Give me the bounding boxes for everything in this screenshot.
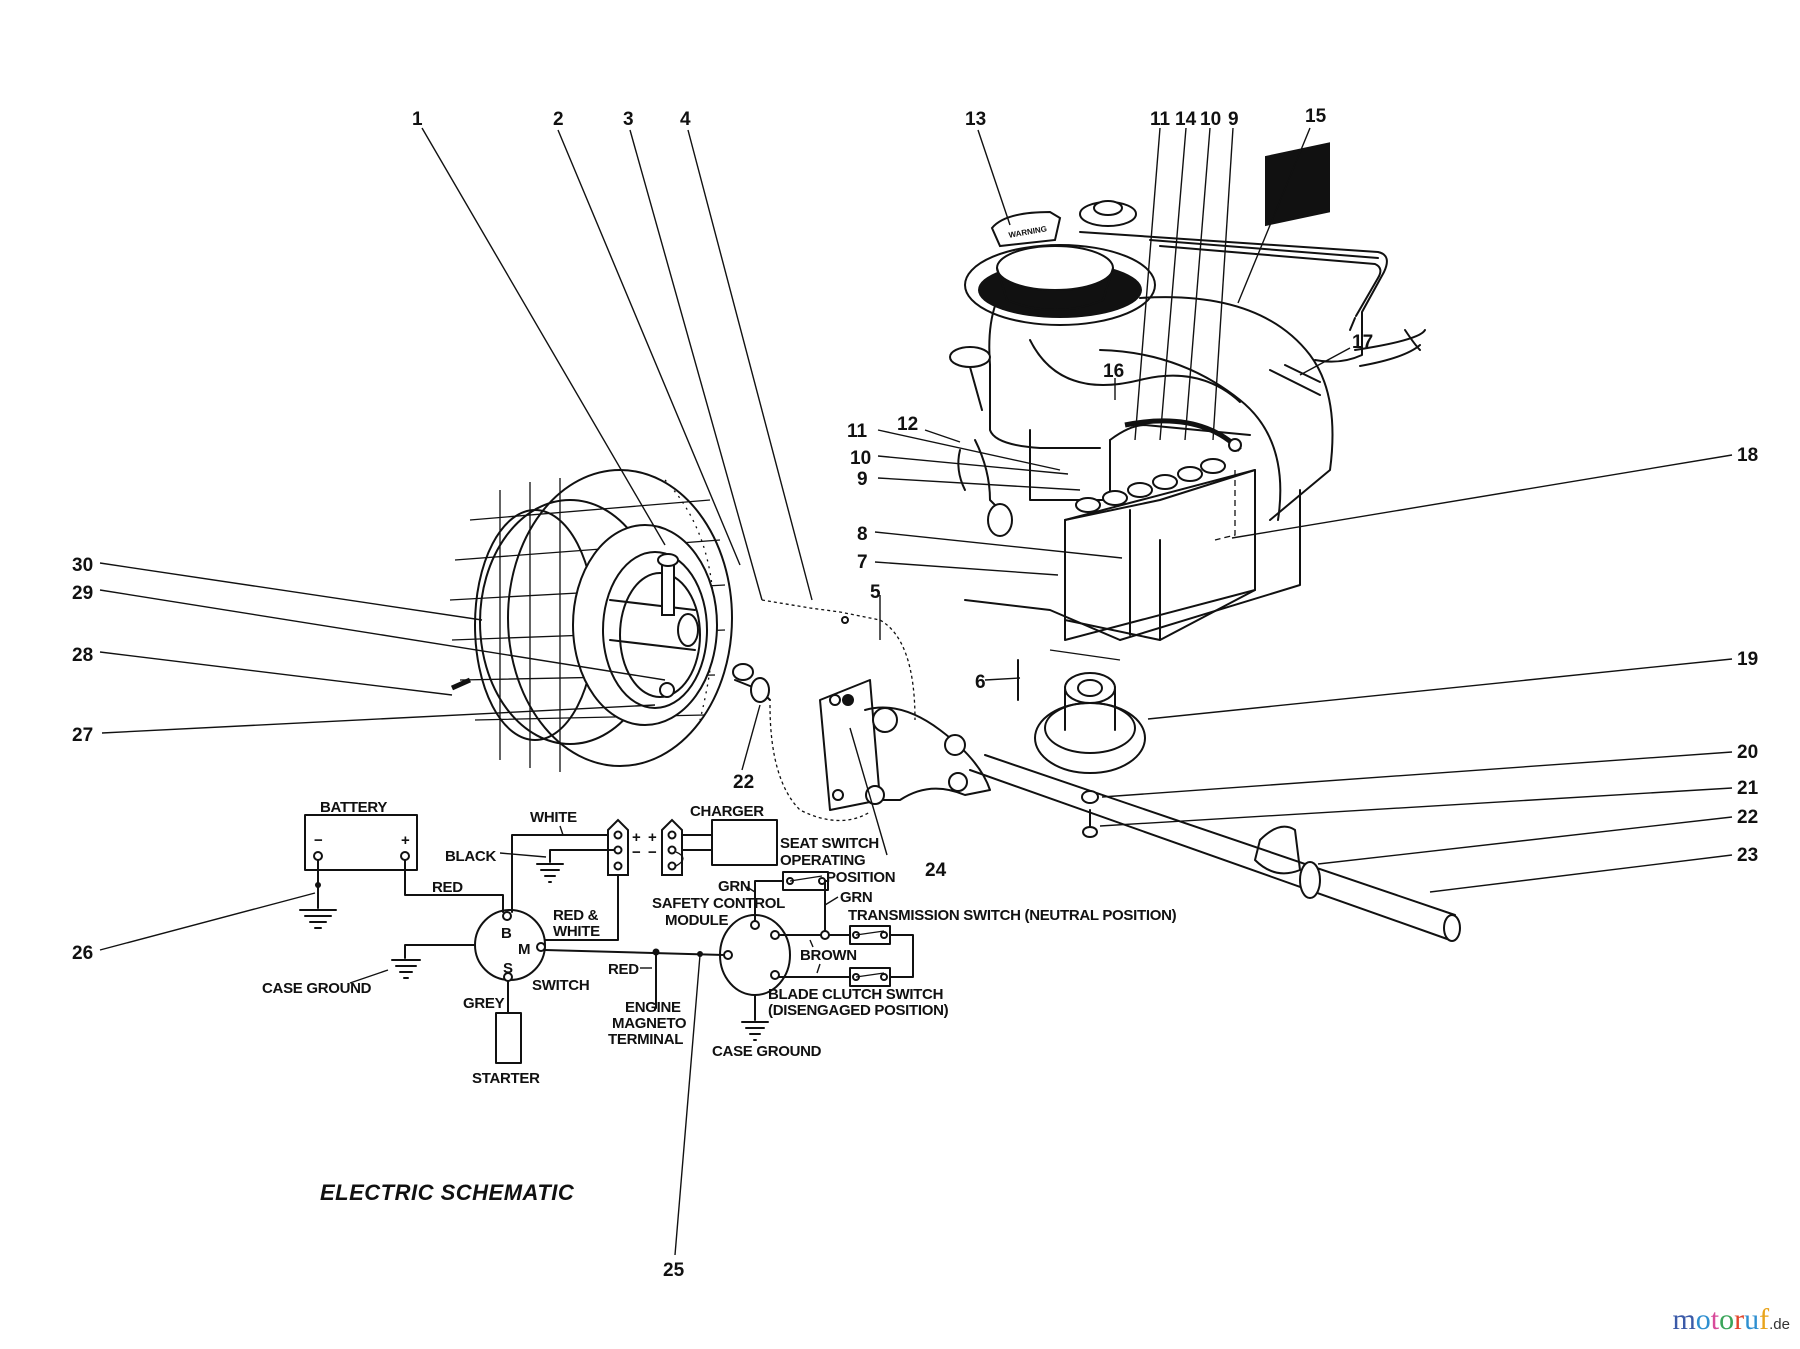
engine-magneto-label-3: TERMINAL [608,1031,683,1048]
engine-assembly: WARNING [949,142,1426,537]
wire-grn-left-label: GRN [718,878,750,895]
callout-9-top: 9 [1228,109,1239,130]
pulley [1017,659,1146,774]
watermark-letter: f [1759,1303,1770,1336]
callout-10-left: 10 [850,448,871,469]
term-minus-2: − [648,844,657,861]
battery-minus: − [314,832,323,849]
battery-symbol [304,814,418,871]
starter-label: STARTER [472,1070,540,1087]
wire-grn-right-label: GRN [840,889,872,906]
callout-10-top: 10 [1200,109,1221,130]
callout-27: 27 [72,725,93,746]
callout-3: 3 [623,109,634,130]
callout-30: 30 [72,555,93,576]
callout-28: 28 [72,645,93,666]
battery-plus: + [401,832,410,849]
battery-assembly [964,458,1301,661]
case-ground-right-label: CASE GROUND [712,1043,822,1060]
term-plus-1: + [632,829,641,846]
callout-12: 12 [897,414,918,435]
callout-19: 19 [1737,649,1758,670]
term-minus-1: − [632,844,641,861]
callout-numbers: 1 2 3 4 5 6 7 8 9 9 10 10 11 11 12 13 14… [72,106,1759,1281]
gearbox [819,679,1461,942]
callout-9-left: 9 [857,469,868,490]
callout-6: 6 [975,672,986,693]
callout-13: 13 [965,109,986,130]
blade-clutch-label-1: BLADE CLUTCH SWITCH [768,986,943,1003]
callout-22-wheel: 22 [733,772,754,793]
term-plus-2: + [648,829,657,846]
callout-16: 16 [1103,361,1124,382]
wire-red-label: RED [432,879,463,896]
watermark-letter: o [1719,1303,1735,1336]
safety-module-label-2: MODULE [665,912,728,929]
callout-11-top: 11 [1150,109,1171,130]
watermark-logo: motoruf.de [1672,1303,1790,1337]
engine-magneto-label-2: MAGNETO [612,1015,687,1032]
battery-label: BATTERY [320,799,387,816]
callout-21: 21 [1737,778,1759,799]
drive-chain [761,599,916,822]
case-ground-left-label: CASE GROUND [262,980,372,997]
engine-magneto-label-1: ENGINE [625,999,681,1016]
callout-4: 4 [680,109,691,130]
callout-8: 8 [857,524,868,545]
starter-symbol [495,1012,522,1064]
wire-white-label: WHITE [530,809,577,826]
callout-22-shaft: 22 [1737,807,1758,828]
transmission-switch-label: TRANSMISSION SWITCH (NEUTRAL POSITION) [848,907,1177,924]
callout-25: 25 [663,1260,685,1281]
ground-symbol-module [741,1021,769,1041]
schematic-title: ELECTRIC SCHEMATIC [320,1180,575,1205]
seat-switch-label-2: OPERATING [780,852,865,869]
safety-module-label-1: SAFETY CONTROL [652,895,785,912]
callout-26: 26 [72,943,93,964]
callout-18: 18 [1737,445,1758,466]
wire-grey-label: GREY [463,995,505,1012]
watermark-letter: t [1710,1303,1720,1336]
charger-symbol [711,819,778,866]
ground-symbol-black [536,863,564,883]
watermark-letter: r [1734,1303,1745,1336]
callout-1: 1 [412,109,423,130]
ground-symbol-battery [299,909,337,929]
callout-29: 29 [72,583,93,604]
wire-brown-label: BROWN [800,947,857,964]
watermark-letter: u [1744,1303,1760,1336]
blade-clutch-label-2: (DISENGAGED POSITION) [768,1002,949,1019]
callout-24: 24 [925,860,947,881]
wire-red-white-label-2: WHITE [553,923,600,940]
electric-schematic: BATTERY − + RED B M S SWITCH CASE GROUND [262,799,1177,1205]
wire-red-mid-label: RED [608,961,639,978]
switch-label: SWITCH [532,977,589,994]
battery-caps [1075,458,1226,513]
callout-5: 5 [870,582,881,603]
seat-switch-label-3: POSITION [826,869,895,886]
switch-terminal-m: M [518,941,530,958]
wire-red-white-label-1: RED & [553,907,599,924]
watermark-letter: o [1695,1303,1711,1336]
watermark-suffix: .de [1769,1316,1790,1333]
callout-7: 7 [857,552,868,573]
watermark-letter: m [1672,1303,1696,1336]
seat-switch-label-1: SEAT SWITCH [780,835,879,852]
callout-11-left: 11 [847,421,868,442]
ground-symbol-switch [391,959,421,979]
wire-black-label: BLACK [445,848,496,865]
callout-17: 17 [1352,332,1373,353]
callout-23: 23 [1737,845,1758,866]
callout-2: 2 [553,109,564,130]
switch-terminal-s: S [503,960,513,977]
charger-label: CHARGER [690,803,764,820]
switch-terminal-b: B [501,925,512,942]
rear-wheel [449,469,771,772]
callout-20: 20 [1737,742,1758,763]
leader-lines [99,127,1733,1256]
callout-15: 15 [1305,106,1327,127]
callout-14: 14 [1175,109,1197,130]
